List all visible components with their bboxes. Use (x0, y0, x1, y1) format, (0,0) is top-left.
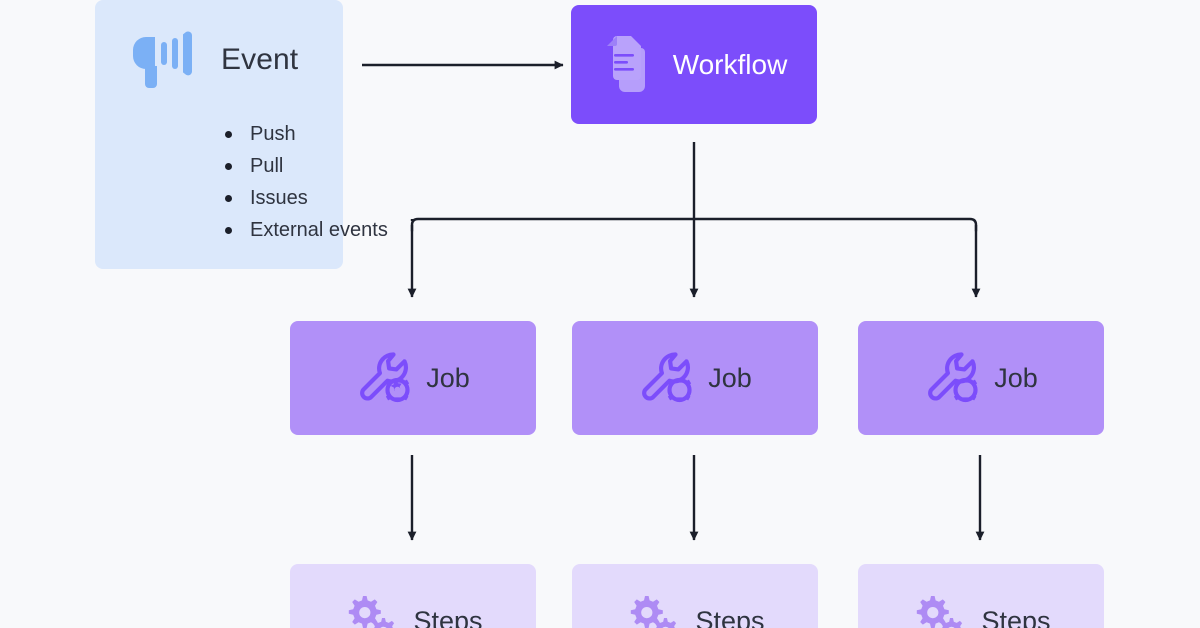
branch-workflow-to-jobs (407, 142, 981, 298)
steps-label: Steps (695, 605, 765, 628)
event-title: Event (221, 43, 299, 76)
job-label: Job (994, 362, 1038, 393)
bullet-icon (225, 131, 232, 138)
job-node-1: Job (290, 321, 536, 435)
event-header: Event (131, 30, 298, 90)
job-label: Job (708, 362, 752, 393)
list-item: Push (219, 118, 388, 150)
gears-icon (349, 596, 395, 628)
workflow-node: Workflow (571, 5, 817, 124)
steps-node-3: Steps (858, 564, 1104, 628)
list-item-label: Pull (250, 155, 284, 177)
bullet-icon (225, 163, 232, 170)
list-item-label: External events (250, 219, 388, 241)
event-card: Event Push Pull Issues External events (95, 0, 388, 269)
wrench-gear-icon (360, 352, 410, 403)
gears-icon (631, 596, 677, 628)
megaphone-icon (133, 31, 192, 88)
job-node-2: Job (572, 321, 818, 435)
steps-label: Steps (413, 605, 483, 628)
steps-node-2: Steps (572, 564, 818, 628)
steps-label: Steps (981, 605, 1051, 628)
event-list: Push Pull Issues External events (219, 118, 388, 246)
job-label: Job (426, 362, 470, 393)
list-item: External events (219, 214, 388, 246)
wrench-gear-icon (928, 352, 978, 403)
wrench-gear-icon (642, 352, 692, 403)
list-item-label: Push (250, 123, 296, 145)
bullet-icon (225, 227, 232, 234)
bullet-icon (225, 195, 232, 202)
gears-icon (917, 596, 963, 628)
list-item: Pull (219, 150, 388, 182)
workflow-label: Workflow (672, 48, 788, 80)
list-item: Issues (219, 182, 388, 214)
job-node-3: Job (858, 321, 1104, 435)
steps-node-1: Steps (290, 564, 536, 628)
document-stack-icon (606, 35, 645, 92)
list-item-label: Issues (250, 187, 308, 209)
